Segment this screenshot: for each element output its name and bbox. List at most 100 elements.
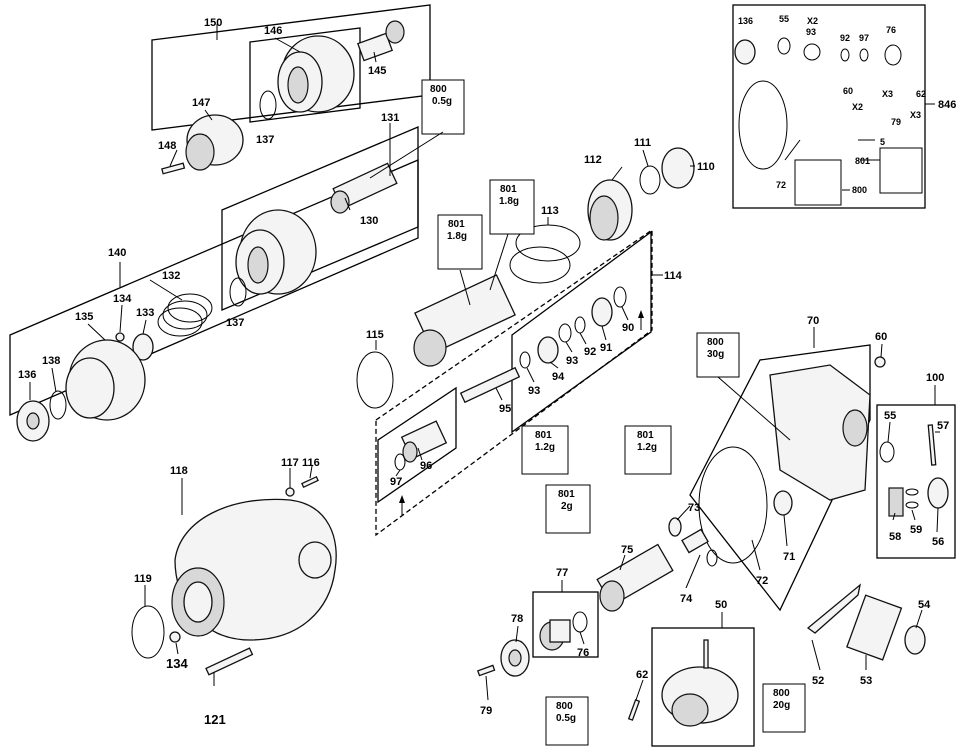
part-77: [539, 619, 571, 651]
part-52: [806, 583, 861, 634]
label-113: 113: [541, 205, 559, 217]
tag-800b: [696, 332, 740, 378]
frame-846: [732, 4, 926, 209]
tag-846-801: [879, 147, 923, 194]
label-133: 133: [136, 307, 154, 319]
kit-x3b: X3: [910, 110, 921, 120]
label-112: 112: [584, 154, 602, 166]
kit-label-55: 55: [779, 14, 789, 24]
part-140-collar: [235, 209, 317, 295]
tag-801c: [521, 425, 569, 475]
label-92: 92: [584, 346, 596, 358]
label-118: 118: [170, 465, 188, 477]
kit-label-846: 846: [938, 99, 956, 111]
part-134b: [169, 631, 181, 643]
kit-label-136: 136: [738, 16, 753, 26]
label-54: 54: [918, 599, 931, 611]
label-150: 150: [204, 17, 222, 29]
label-71: 71: [783, 551, 795, 563]
label-79a: 79: [480, 705, 492, 717]
label-119: 119: [134, 573, 152, 585]
part-137b: [229, 277, 247, 307]
grease-801c: 1.2g: [535, 442, 555, 453]
kit-label-93: 93: [806, 27, 816, 37]
label-57: 57: [937, 420, 949, 432]
label-147: 147: [192, 97, 210, 109]
kit-x3a: X3: [882, 89, 893, 99]
frame-100: [876, 404, 956, 559]
part-119: [131, 605, 165, 659]
label-60a: 60: [875, 331, 887, 343]
grease-800c: 20g: [773, 700, 790, 711]
parts: [16, 20, 949, 727]
label-134b: 134: [166, 656, 188, 671]
kit-label-76: 76: [886, 25, 896, 35]
part-148: [161, 162, 186, 175]
label-78: 78: [511, 613, 523, 625]
label-146: 146: [264, 25, 282, 37]
label-93a: 93: [566, 355, 578, 367]
kit-label-801: 801: [855, 156, 870, 166]
frame-77: [532, 591, 599, 658]
part-110: [661, 147, 695, 189]
label-121: 121: [204, 712, 226, 727]
part-numbers: 150 146 145 147 148 137 131 130 140 132 …: [18, 14, 956, 727]
part-75: [596, 543, 674, 612]
tag-801f: [545, 696, 589, 746]
label-52: 52: [812, 675, 824, 687]
label-111: 111: [634, 137, 651, 149]
part-132: [157, 293, 213, 337]
tag-801a: [489, 179, 535, 235]
part-117-116: [285, 475, 319, 497]
label-58: 58: [889, 531, 901, 543]
label-94: 94: [552, 371, 565, 383]
part-95: [459, 366, 521, 404]
label-93b: 93: [528, 385, 540, 397]
part-135: [65, 339, 146, 421]
grease-801b: 1.8g: [447, 231, 467, 242]
part-96: [400, 420, 448, 463]
tag-846-800: [794, 159, 842, 206]
label-138: 138: [42, 355, 60, 367]
label-135: 135: [75, 311, 93, 323]
frame-114: [511, 230, 652, 434]
label-140: 140: [108, 247, 126, 259]
part-93a: [519, 351, 531, 369]
part-93b: [558, 323, 572, 343]
frame-146: [249, 27, 361, 123]
label-800a: 800: [430, 84, 447, 95]
part-78: [500, 639, 530, 677]
part-53: [846, 594, 903, 661]
grease-801e: 2g: [561, 501, 573, 512]
kit-label-60: 60: [843, 86, 853, 96]
label-801d: 801: [637, 430, 654, 441]
kit-label-72: 72: [776, 180, 786, 190]
part-115: [356, 351, 394, 409]
kit-label-800: 800: [852, 185, 867, 195]
part-94: [537, 336, 559, 364]
part-137a: [259, 90, 277, 120]
label-50: 50: [715, 599, 727, 611]
label-131: 131: [381, 112, 399, 124]
leader-lines: [29, 37, 940, 701]
label-801f: 800: [556, 701, 573, 712]
part-60: [874, 356, 886, 368]
label-801a: 801: [500, 184, 517, 195]
label-145: 145: [368, 65, 386, 77]
part-97: [394, 453, 406, 471]
label-62a: 62: [636, 669, 648, 681]
kit-label-92: 92: [840, 33, 850, 43]
part-130: [330, 162, 398, 214]
label-95: 95: [499, 403, 511, 415]
label-91: 91: [600, 342, 612, 354]
part-91: [591, 297, 613, 327]
part-147: [185, 114, 244, 171]
label-116: 116: [302, 457, 320, 469]
part-73a: [668, 517, 682, 537]
frame-96: [375, 228, 653, 537]
part-57: [927, 424, 937, 466]
part-70: [769, 364, 871, 501]
part-92: [574, 316, 586, 334]
part-145: [356, 20, 405, 62]
